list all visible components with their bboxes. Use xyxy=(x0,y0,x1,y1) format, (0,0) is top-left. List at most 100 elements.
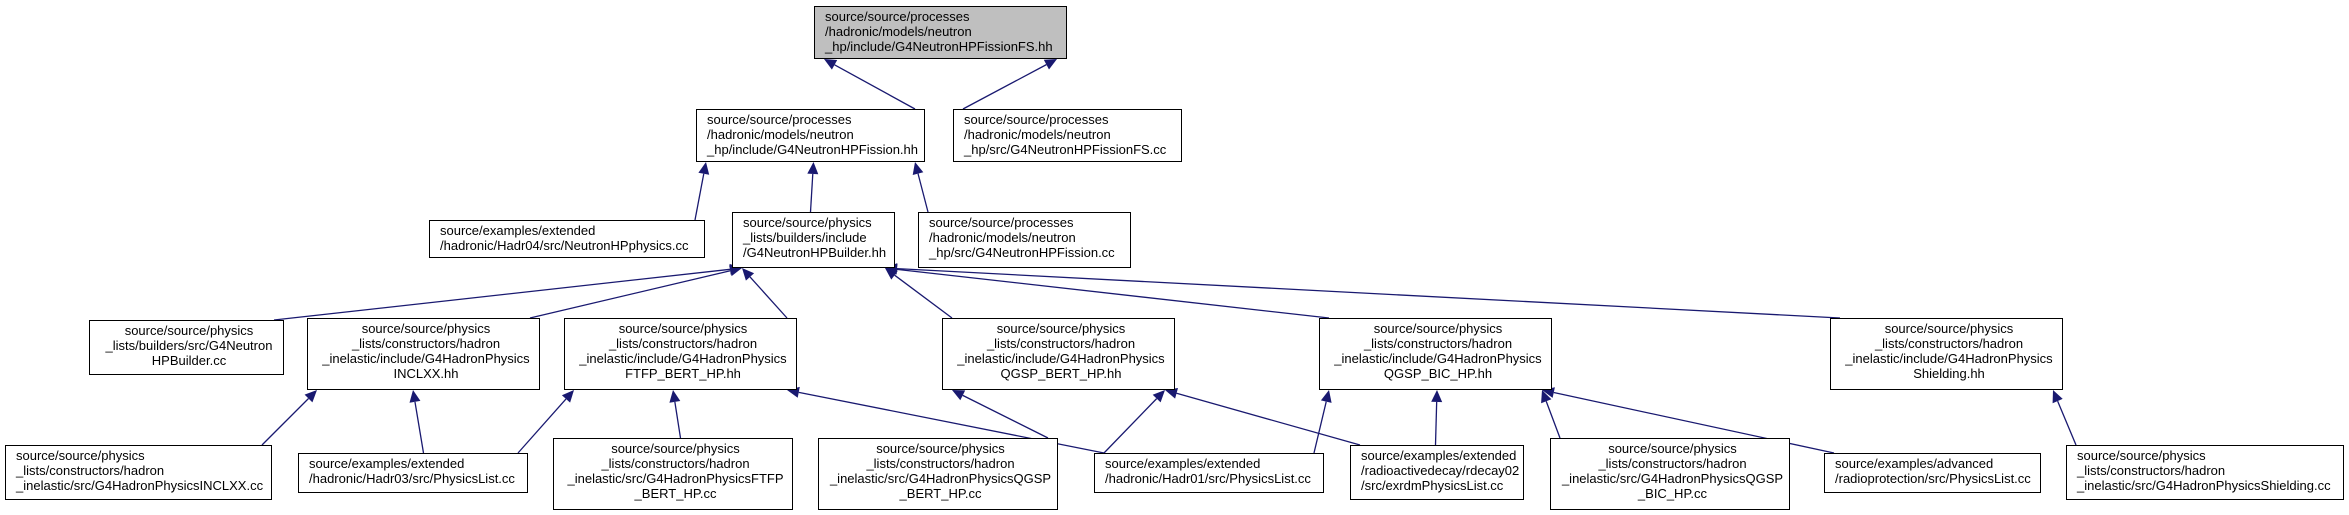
edge-arrowhead xyxy=(2052,390,2063,404)
node-g4neutronhpfission-hh[interactable]: source/source/processes /hadronic/models… xyxy=(696,109,925,162)
edge-arrowhead xyxy=(304,390,317,403)
node-line: _lists/constructors/hadron xyxy=(608,336,758,351)
node-line: /hadronic/Hadr04/src/NeutronHPphysics.cc xyxy=(440,238,689,253)
node-line: QGSP_BERT_HP.hh xyxy=(1000,366,1122,381)
node-g4hadronphysicsshielding-hh[interactable]: source/source/physics _lists/constructor… xyxy=(1830,318,2063,390)
node-line: source/source/physics xyxy=(16,448,145,463)
edge-arrowhead xyxy=(952,390,966,401)
node-g4hadronphysicsqgsp-bic-hp-hh[interactable]: source/source/physics _lists/constructor… xyxy=(1319,318,1552,390)
node-line: /hadronic/models/neutron xyxy=(707,127,854,142)
edge-hadr03-to-ftfp_hh xyxy=(517,398,567,454)
edge-arrowhead xyxy=(729,265,742,277)
node-line: _inelastic/src/G4HadronPhysicsFTFP xyxy=(567,471,784,486)
node-line: source/source/physics xyxy=(1373,321,1503,336)
node-line: /G4NeutronHPBuilder.hh xyxy=(743,245,887,260)
node-g4neutronhpbuilder-hh[interactable]: source/source/physics _lists/builders/in… xyxy=(732,212,895,268)
edge-arrowhead xyxy=(561,390,574,403)
node-line: source/source/physics xyxy=(611,441,740,456)
node-g4neutronhpbuilder-cc[interactable]: source/source/physics _lists/builders/sr… xyxy=(89,320,284,375)
node-line: source/source/physics xyxy=(876,441,1005,456)
edge-arrowhead xyxy=(1320,390,1332,403)
node-line: _hp/src/G4NeutronHPFission.cc xyxy=(929,245,1115,260)
edge-arrowhead xyxy=(1431,390,1443,403)
edge-hadr04-to-fission_hh xyxy=(694,173,705,221)
node-line: QGSP_BIC_HP.hh xyxy=(1383,366,1493,381)
node-g4hadronphysicsqgsp-bert-hp-hh[interactable]: source/source/physics _lists/constructor… xyxy=(942,318,1175,390)
edge-inclxx_hh-to-builder_hh xyxy=(529,270,731,319)
edge-fission_cc-to-fission_hh xyxy=(917,173,929,213)
node-line: _inelastic/src/G4HadronPhysicsQGSP xyxy=(1561,471,1784,486)
node-line: source/source/processes xyxy=(929,215,1074,230)
node-line: _lists/constructors/hadron xyxy=(601,456,750,471)
node-hadr03-physicslist-cc[interactable]: source/examples/extended /hadronic/Hadr0… xyxy=(298,453,528,493)
node-line: source/source/physics xyxy=(743,215,872,230)
edge-builder_cc-to-builder_hh xyxy=(273,268,731,321)
node-g4hadronphysicsinclxx-cc[interactable]: source/source/physics _lists/constructor… xyxy=(5,445,272,500)
edge-hadr01-to-qgspbert_hh xyxy=(1103,398,1158,454)
edge-arrowhead xyxy=(912,162,924,175)
node-hadr01-physicslist-cc[interactable]: source/examples/extended /hadronic/Hadr0… xyxy=(1094,453,1324,493)
node-g4hadronphysicsqgsp-bert-hp-cc[interactable]: source/source/physics _lists/constructor… xyxy=(818,438,1058,510)
edge-qgspbert_hh-to-builder_hh xyxy=(894,274,953,319)
node-g4hadronphysicsftfp-bert-hp-hh[interactable]: source/source/physics _lists/constructor… xyxy=(564,318,797,390)
node-g4neutronhpfission-cc[interactable]: source/source/processes /hadronic/models… xyxy=(918,212,1131,268)
node-line: source/source/physics xyxy=(618,321,748,336)
edge-arrowhead xyxy=(1152,390,1165,403)
edge-fissionfs_cc-to-root xyxy=(962,64,1047,110)
node-line: _hp/include/G4NeutronHPFission.hh xyxy=(707,142,919,157)
node-line: _hp/include/G4NeutronHPFissionFS.hh xyxy=(825,39,1053,54)
node-line: Shielding.hh xyxy=(1913,366,1985,381)
edge-arrowhead xyxy=(1043,59,1057,70)
edge-ftfp_hh-to-builder_hh xyxy=(749,276,788,319)
node-g4hadronphysicsshielding-cc[interactable]: source/source/physics _lists/constructor… xyxy=(2066,445,2344,500)
edge-rdecay02-to-qgspbert_hh xyxy=(1176,392,1361,446)
node-line: _lists/constructors/hadron xyxy=(16,463,165,478)
node-line: /hadronic/Hadr01/src/PhysicsList.cc xyxy=(1105,471,1311,486)
node-line: /hadronic/Hadr03/src/PhysicsList.cc xyxy=(309,471,515,486)
node-line: source/source/processes xyxy=(825,9,970,24)
node-line: source/examples/extended xyxy=(309,456,465,471)
node-line: /hadronic/models/neutron xyxy=(929,230,1076,245)
node-radioprotection-physicslist-cc[interactable]: source/examples/advanced /radioprotectio… xyxy=(1824,453,2041,493)
node-line: _inelastic/src/G4HadronPhysicsShielding.… xyxy=(2077,478,2331,493)
node-line: _lists/builders/include xyxy=(743,230,867,245)
edge-arrowhead xyxy=(1541,390,1552,404)
edge-qgspbert_cc-to-qgspbert_hh xyxy=(962,394,1049,439)
node-line: _inelastic/include/G4HadronPhysics xyxy=(1334,351,1542,366)
edge-fission_hh-to-root xyxy=(834,64,916,110)
node-line: _lists/constructors/hadron xyxy=(1363,336,1513,351)
edge-arrowhead xyxy=(807,162,819,175)
node-line: _lists/constructors/hadron xyxy=(1874,336,2024,351)
node-g4neutronhpfissionfs-cc[interactable]: source/source/processes /hadronic/models… xyxy=(953,109,1182,162)
node-line: _inelastic/include/G4HadronPhysics xyxy=(322,351,530,366)
node-line: source/source/processes xyxy=(964,112,1109,127)
edge-arrowhead xyxy=(698,162,710,175)
node-rdecay02-exrdmphysicslist-cc[interactable]: source/examples/extended /radioactivedec… xyxy=(1350,445,1524,500)
edge-qgspbic_hh-to-builder_hh xyxy=(896,268,1330,319)
node-g4hadronphysicsinclxx-hh[interactable]: source/source/physics _lists/constructor… xyxy=(307,318,540,390)
node-line: _lists/constructors/hadron xyxy=(351,336,501,351)
edge-shield_cc-to-shield_hh xyxy=(2057,400,2077,446)
node-line: /src/exrdmPhysicsList.cc xyxy=(1361,478,1504,493)
node-hadr04-neutronhpphysics-cc[interactable]: source/examples/extended /hadronic/Hadr0… xyxy=(429,220,705,258)
edge-hadr03-to-inclxx_hh xyxy=(414,401,425,454)
node-line: _BIC_HP.cc xyxy=(1637,486,1708,501)
edge-qgspbic_cc-to-qgspbic_hh xyxy=(1545,401,1561,439)
node-line: source/source/processes xyxy=(707,112,852,127)
node-line: source/examples/extended xyxy=(440,223,596,238)
node-line: _lists/builders/src/G4Neutron xyxy=(105,338,273,353)
node-line: _inelastic/include/G4HadronPhysics xyxy=(957,351,1165,366)
node-line: source/examples/extended xyxy=(1105,456,1261,471)
edge-arrowhead xyxy=(742,268,755,281)
edge-hadr01-to-qgspbic_hh xyxy=(1313,401,1327,454)
node-root-g4neutronhpfissionfs-hh[interactable]: source/source/processes /hadronic/models… xyxy=(814,6,1067,59)
node-line: _lists/constructors/hadron xyxy=(986,336,1136,351)
node-line: /radioprotection/src/PhysicsList.cc xyxy=(1835,471,2031,486)
edge-rdecay02-to-qgspbic_hh xyxy=(1434,401,1438,446)
node-line: HPBuilder.cc xyxy=(151,353,227,368)
node-line: _inelastic/src/G4HadronPhysicsQGSP xyxy=(829,471,1052,486)
node-g4hadronphysicsqgsp-bic-hp-cc[interactable]: source/source/physics _lists/constructor… xyxy=(1550,438,1790,510)
node-g4hadronphysicsftfp-bert-hp-cc[interactable]: source/source/physics _lists/constructor… xyxy=(553,438,793,510)
node-line: _hp/src/G4NeutronHPFissionFS.cc xyxy=(964,142,1167,157)
